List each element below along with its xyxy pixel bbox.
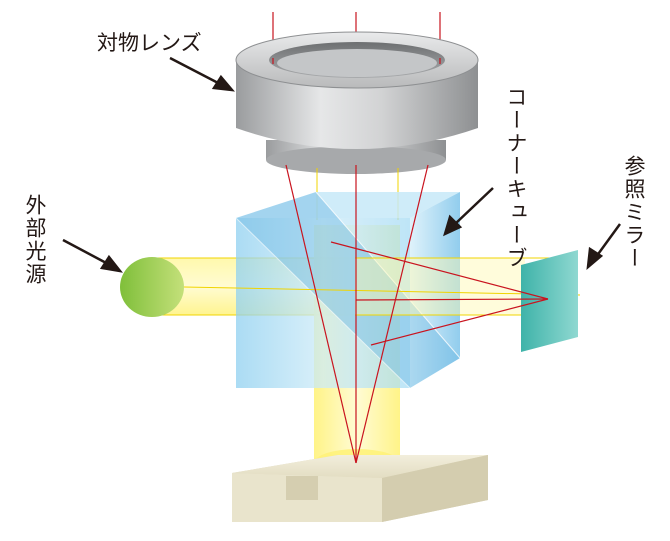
- light-source-face: [120, 257, 184, 317]
- objective-lens-label: 対物レンズ: [97, 31, 202, 55]
- objective-lens: [235, 31, 479, 174]
- reference-beam: [183, 257, 581, 316]
- lens-internal-rays: [272, 58, 441, 64]
- external-light-source-label: 外部光源: [23, 194, 47, 286]
- corner-cube-label: コーナーキューブ: [504, 86, 528, 270]
- light-rays: [285, 164, 549, 464]
- sample-stage: [232, 455, 488, 522]
- reference-mirror-label: 参照ミラー: [622, 155, 646, 270]
- reference-mirror: [521, 250, 578, 352]
- pointer-arrows: [62, 56, 622, 273]
